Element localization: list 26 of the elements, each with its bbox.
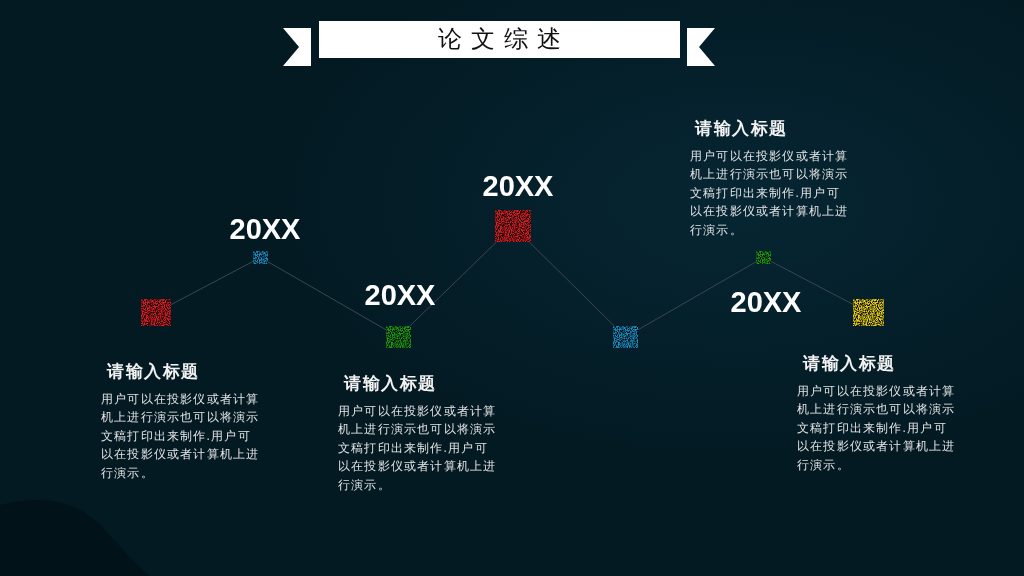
title-banner: 论文综述 [319, 21, 680, 58]
square-marker [253, 251, 268, 264]
connector-line [770, 260, 854, 305]
square-marker [756, 251, 771, 264]
square-marker [853, 299, 884, 326]
year-label: 20XX [229, 214, 301, 244]
item-description: 用户可以在投影仪或者计算机上进行演示也可以将演示文稿打印出来制作.用户可以在投影仪或者计算机上进行演示。 [797, 382, 957, 475]
item-description: 用户可以在投影仪或者计算机上进行演示也可以将演示文稿打印出来制作.用户可以在投影仪或者计算机上进行演示。 [101, 390, 261, 483]
square-marker [613, 326, 638, 348]
connector-line [267, 261, 387, 331]
item-heading: 请输入标题 [344, 374, 437, 394]
item-heading: 请输入标题 [695, 119, 788, 139]
year-label: 20XX [364, 280, 436, 310]
connector-line [170, 260, 254, 306]
square-marker [386, 326, 411, 348]
square-marker [141, 299, 171, 326]
connector-line [409, 241, 497, 327]
item-heading: 请输入标题 [107, 362, 200, 382]
connector-line [528, 241, 615, 327]
year-label: 20XX [482, 171, 554, 201]
connector-line [637, 261, 757, 331]
item-heading: 请输入标题 [803, 354, 896, 374]
item-description: 用户可以在投影仪或者计算机上进行演示也可以将演示文稿打印出来制作.用户可以在投影仪或者计算机上进行演示。 [690, 147, 850, 240]
year-label: 20XX [730, 287, 802, 317]
item-description: 用户可以在投影仪或者计算机上进行演示也可以将演示文稿打印出来制作.用户可以在投影仪或者计算机上进行演示。 [338, 402, 498, 495]
square-marker [495, 210, 531, 242]
